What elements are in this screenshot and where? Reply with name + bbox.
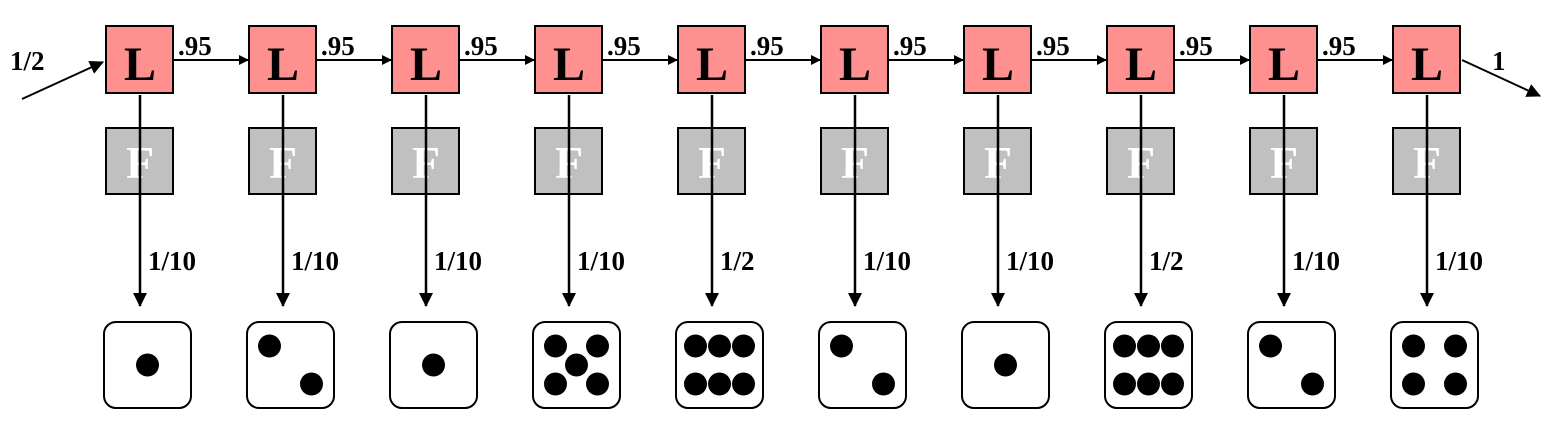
die-pip [586,334,609,358]
state-column: LF1/10.95 [532,25,678,409]
state-column: LF1/10.95 [1247,25,1393,409]
die-pip [708,334,731,358]
die-outline [1390,321,1479,409]
die-outline [246,321,335,409]
die-pip [1444,334,1467,358]
state-column: LF1/10 [1390,25,1483,409]
end-prob-label: 1 [1492,46,1506,76]
die-pip [544,372,567,396]
emission-prob-label: 1/2 [720,246,755,276]
die-pip [684,372,707,396]
die-pip [544,334,567,358]
emission-prob-label: 1/10 [434,246,482,276]
die-pip [732,372,755,396]
die-pip [872,372,895,396]
die-pip [1113,372,1136,396]
transition-prob-label: .95 [464,31,498,61]
emission-prob-label: 1/10 [577,246,625,276]
die-pip [1402,372,1425,396]
die-face-1 [389,321,478,409]
die-pip [1161,372,1184,396]
die-pip [684,334,707,358]
start-arrow [21,61,104,100]
die-face-2 [246,321,335,409]
die-pip [1137,372,1160,396]
die-pip [1137,334,1160,358]
loaded-state-label: L [982,38,1014,91]
state-column: LF1/10.95 [389,25,535,409]
loaded-state-box [1106,25,1175,94]
loaded-state-label: L [696,38,728,91]
loaded-state-box [248,25,317,94]
loaded-state-label: L [553,38,585,91]
transition-prob-label: .95 [1322,31,1356,61]
loaded-state-label: L [267,38,299,91]
die-face-4 [1390,321,1479,409]
emission-prob-label: 1/10 [148,246,196,276]
loaded-state-label: L [124,38,156,91]
loaded-state-box [534,25,603,94]
die-pip [586,372,609,396]
die-pip [732,334,755,358]
die-face-1 [103,321,192,409]
die-pip [1161,334,1184,358]
transition-prob-label: .95 [1036,31,1070,61]
loaded-state-label: L [410,38,442,91]
loaded-state-label: L [839,38,871,91]
transition-prob-label: .95 [607,31,641,61]
die-pip [1301,372,1324,396]
loaded-state-box [963,25,1032,94]
die-pip [422,353,445,377]
die-pip [565,353,588,377]
die-face-6 [1104,321,1193,409]
emission-prob-label: 1/10 [1292,246,1340,276]
die-pip [136,353,159,377]
transition-prob-label: .95 [321,31,355,61]
die-face-6 [675,321,764,409]
transition-prob-label: .95 [893,31,927,61]
state-column: LF1/10.95 [818,25,964,409]
transition-prob-label: .95 [178,31,212,61]
emission-prob-label: 1/10 [863,246,911,276]
die-pip [830,334,853,358]
loaded-state-box [820,25,889,94]
state-column: LF1/2.95 [1104,25,1250,409]
emission-prob-label: 1/2 [1149,246,1184,276]
die-pip [994,353,1017,377]
die-pip [300,372,323,396]
loaded-state-label: L [1268,38,1300,91]
transition-prob-label: .95 [1179,31,1213,61]
end-arrow [1461,59,1541,97]
die-pip [258,334,281,358]
die-pip [1113,334,1136,358]
emission-prob-label: 1/10 [1435,246,1483,276]
emission-prob-label: 1/10 [1006,246,1054,276]
die-face-2 [1247,321,1336,409]
state-column: LF1/10.95 [961,25,1107,409]
loaded-state-box [1392,25,1461,94]
die-outline [1247,321,1336,409]
start-prob-label: 1/2 [10,46,45,76]
die-pip [1444,372,1467,396]
die-face-5 [532,321,621,409]
die-pip [708,372,731,396]
die-pip [1402,334,1425,358]
loaded-state-box [1249,25,1318,94]
loaded-state-label: L [1411,38,1443,91]
die-face-1 [961,321,1050,409]
state-column: LF1/10.95 [246,25,392,409]
emission-prob-label: 1/10 [291,246,339,276]
die-face-2 [818,321,907,409]
transition-prob-label: .95 [750,31,784,61]
loaded-state-label: L [1125,38,1157,91]
die-outline [818,321,907,409]
die-pip [1259,334,1282,358]
state-column: LF1/2.95 [675,25,821,409]
state-column: LF1/10.95 [103,25,249,409]
